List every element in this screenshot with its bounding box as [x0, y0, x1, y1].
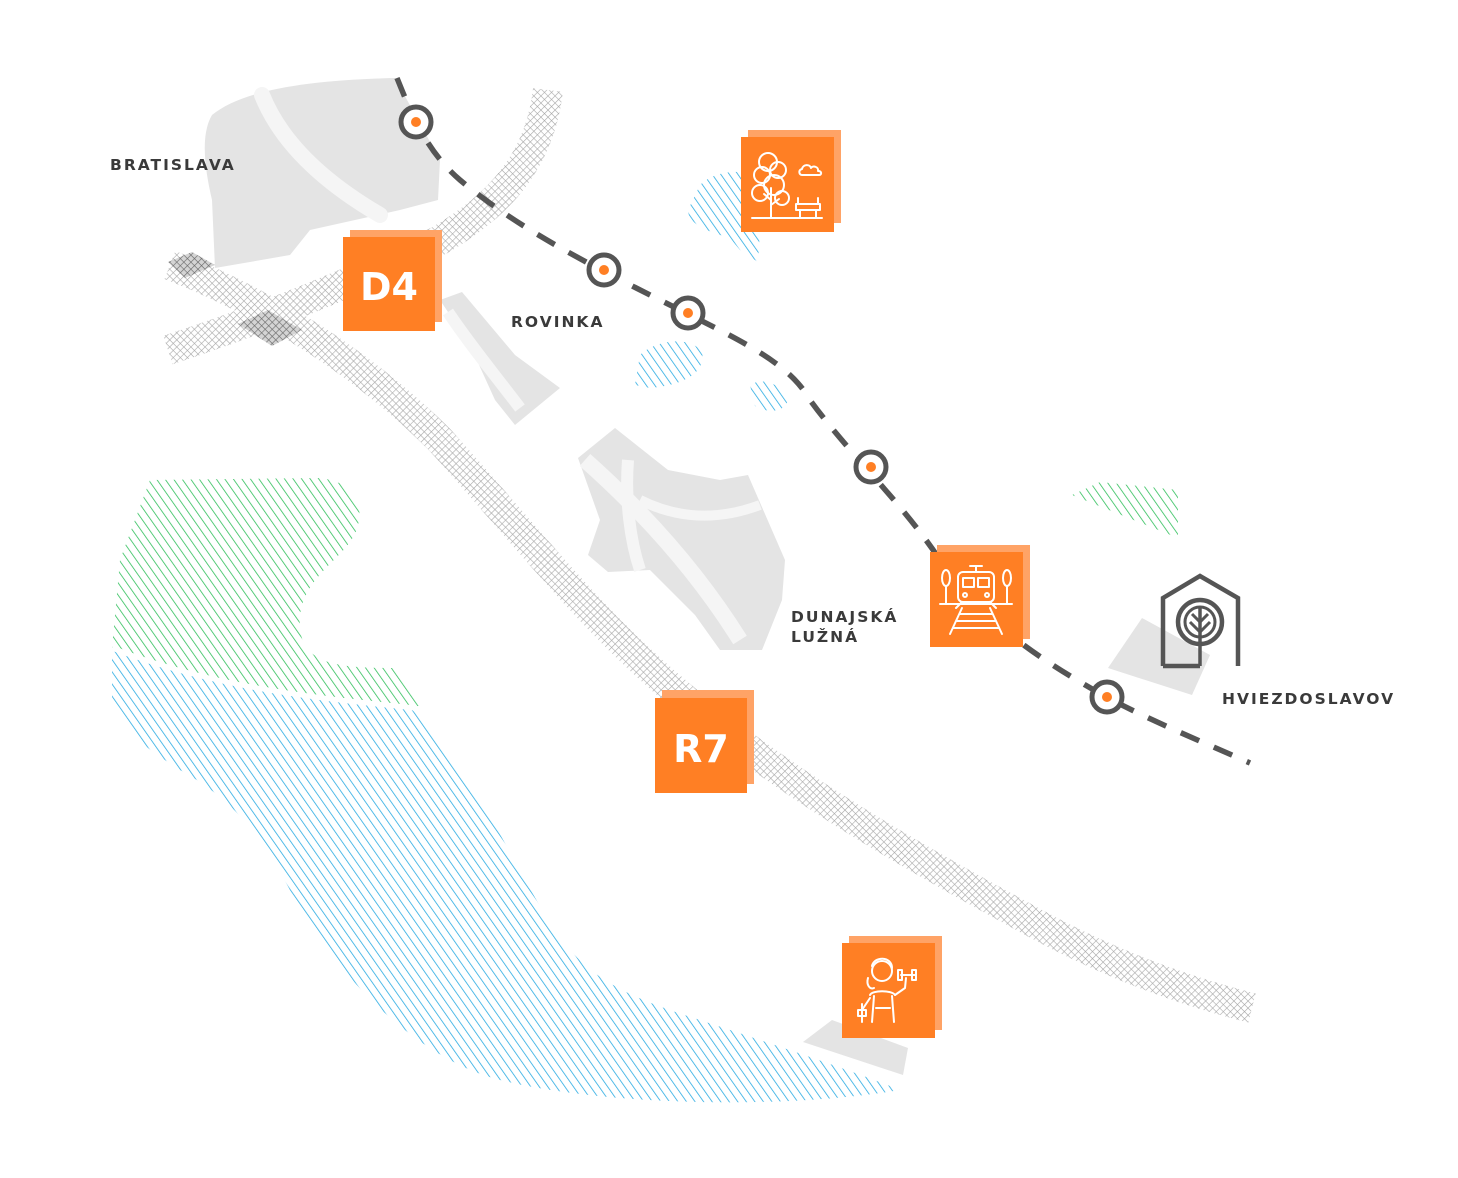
poi-park[interactable] [741, 130, 841, 232]
road-badge-d4[interactable]: D4 [343, 230, 442, 331]
rovinka-area [440, 292, 560, 425]
place-labels: BRATISLAVA ROVINKA DUNAJSKÁ LUŽNÁ HVIEZD… [110, 156, 1395, 708]
label-dunajska-luzna-line2: LUŽNÁ [791, 627, 859, 646]
fitness-area [803, 1020, 908, 1075]
lake-2 [635, 341, 703, 388]
hviezdoslavov-area [1108, 618, 1210, 695]
bratislava-white-road [254, 87, 388, 223]
label-bratislava: BRATISLAVA [110, 156, 236, 174]
park-tree-bench-icon [751, 152, 823, 219]
train-station-icon [939, 565, 1013, 635]
rail-stop-2[interactable] [586, 252, 622, 288]
urban-areas [204, 78, 1210, 1075]
green-field-large [112, 478, 422, 708]
poi-fitness[interactable] [842, 936, 942, 1038]
label-hviezdoslavov: HVIEZDOSLAVOV [1222, 690, 1395, 708]
label-dunajska-luzna-line1: DUNAJSKÁ [791, 607, 898, 626]
highway-junction [238, 310, 302, 346]
road-label-d4: D4 [360, 265, 418, 309]
poi-train[interactable] [930, 545, 1030, 647]
lake-3 [750, 381, 788, 411]
rail-stop-4[interactable] [853, 449, 889, 485]
rail-stop-3[interactable] [670, 295, 706, 331]
highway-junction-2 [168, 252, 215, 278]
label-rovinka: ROVINKA [511, 313, 604, 331]
fitness-woman-dumbbell-icon [857, 957, 917, 1023]
rovinka-white-road [443, 308, 525, 412]
rail-stop-5[interactable] [1089, 679, 1125, 715]
danube-river [112, 648, 900, 1103]
water-and-greenery [111, 171, 1178, 1103]
green-patch-small [1072, 482, 1178, 538]
white-path-river [111, 645, 416, 711]
road-label-r7: R7 [673, 727, 729, 771]
dunajska-luzna-white-road-3 [637, 495, 762, 521]
house-tree-logo-icon[interactable] [1160, 573, 1241, 669]
rail-stop-1[interactable] [398, 104, 434, 140]
dunajska-luzna-white-road-2 [621, 459, 646, 572]
road-badge-r7[interactable]: R7 [655, 690, 754, 793]
rail-stops [398, 104, 1125, 715]
dunajska-luzna-white-road-1 [579, 454, 747, 645]
